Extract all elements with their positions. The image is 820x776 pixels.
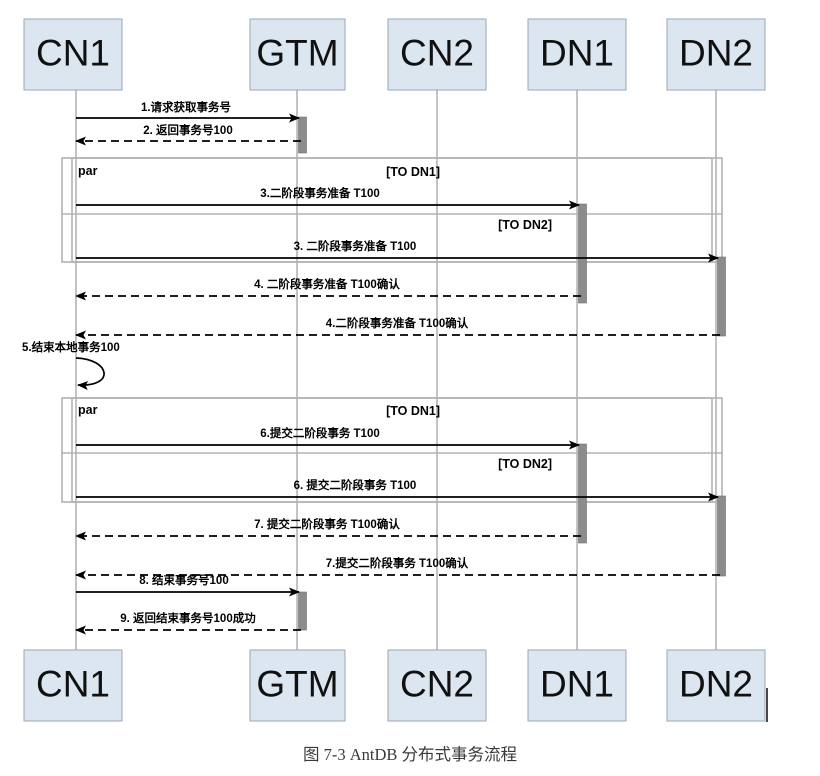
participant-label: CN1 xyxy=(36,32,110,73)
message-label: 6.提交二阶段事务 T100 xyxy=(260,426,380,440)
participant-box xyxy=(666,18,766,91)
gtm-activation-1[interactable] xyxy=(298,116,307,154)
participant-label: CN2 xyxy=(400,32,474,73)
participant-head-cn1[interactable]: CN1 xyxy=(23,18,123,91)
participant-head-gtm[interactable]: GTM xyxy=(249,18,346,91)
par-fragment-commit[interactable]: par [TO DN1] [TO DN2] xyxy=(61,397,723,503)
message-label: 2. 返回事务号100 xyxy=(143,123,232,137)
message-prepare-dn2[interactable]: 3. 二阶段事务准备 T100 xyxy=(76,239,719,263)
participant-box xyxy=(527,18,627,91)
message-commit-ack-dn1[interactable]: 7. 提交二阶段事务 T100确认 xyxy=(75,517,581,541)
self-message-arc xyxy=(75,357,105,391)
message-label: 7. 提交二阶段事务 T100确认 xyxy=(254,517,400,531)
message-label: 3.二阶段事务准备 T100 xyxy=(260,186,380,200)
fragment-guard-label: [TO DN2] xyxy=(498,218,552,232)
participant-box xyxy=(23,649,123,722)
participant-foot-gtm[interactable]: GTM xyxy=(249,649,346,722)
participant-foot-cn1[interactable]: CN1 xyxy=(23,649,123,722)
dn1-activation-prepare[interactable] xyxy=(578,203,587,304)
fragment-guard-label: [TO DN1] xyxy=(386,404,440,418)
message-label: 4.二阶段事务准备 T100确认 xyxy=(326,316,469,330)
fragment-kind-label: par xyxy=(78,164,98,178)
participant-foot-dn1[interactable]: DN1 xyxy=(527,649,627,722)
fragment-guard-label: [TO DN1] xyxy=(386,165,440,179)
participant-label: CN1 xyxy=(36,663,110,704)
message-prepare-ack-dn1[interactable]: 4. 二阶段事务准备 T100确认 xyxy=(75,277,581,301)
participant-label: DN1 xyxy=(540,663,614,704)
participant-box xyxy=(666,649,766,722)
message-label: 8. 结束事务号100 xyxy=(139,573,228,587)
fragment-inner-border xyxy=(71,397,713,503)
fragment-guard-label: [TO DN2] xyxy=(498,457,552,471)
participant-box xyxy=(249,649,346,722)
participant-label: DN1 xyxy=(540,32,614,73)
par-fragment-prepare[interactable]: par [TO DN1] [TO DN2] xyxy=(61,157,723,263)
message-commit-ack-dn2[interactable]: 7.提交二阶段事务 T100确认 xyxy=(75,556,720,580)
lifelines-layer xyxy=(75,90,717,721)
participant-label: DN2 xyxy=(679,32,753,73)
message-commit-dn1[interactable]: 6.提交二阶段事务 T100 xyxy=(76,426,580,450)
participant-label: CN2 xyxy=(400,663,474,704)
participant-head-cn2[interactable]: CN2 xyxy=(387,18,487,91)
message-return-txid[interactable]: 2. 返回事务号100 xyxy=(75,123,301,146)
message-end-txid[interactable]: 8. 结束事务号100 xyxy=(76,573,300,597)
dn2-activation-commit[interactable] xyxy=(717,495,726,577)
participant-box xyxy=(527,649,627,722)
activations-layer xyxy=(298,116,726,631)
participant-box xyxy=(387,649,487,722)
dn1-activation-commit[interactable] xyxy=(578,443,587,544)
participant-label: GTM xyxy=(256,663,338,704)
participant-head-dn2[interactable]: DN2 xyxy=(666,18,766,91)
self-message-label: 5.结束本地事务100 xyxy=(22,340,120,354)
message-label: 3. 二阶段事务准备 T100 xyxy=(294,239,417,253)
fragment-kind-label: par xyxy=(78,403,98,417)
message-label: 6. 提交二阶段事务 T100 xyxy=(294,478,417,492)
message-request-txid[interactable]: 1.请求获取事务号 xyxy=(76,100,300,123)
messages-layer: 1.请求获取事务号 2. 返回事务号100 3.二阶段事务准备 T100 3. 二阶段… xyxy=(22,100,720,635)
message-prepare-ack-dn2[interactable]: 4.二阶段事务准备 T100确认 xyxy=(75,316,720,340)
message-label: 4. 二阶段事务准备 T100确认 xyxy=(254,277,400,291)
message-end-txid-ok[interactable]: 9. 返回结束事务号100成功 xyxy=(75,611,301,635)
message-label: 9. 返回结束事务号100成功 xyxy=(120,611,256,625)
participant-box xyxy=(249,18,346,91)
self-message-end-local-txn[interactable]: 5.结束本地事务100 xyxy=(22,340,120,391)
dn2-activation-prepare[interactable] xyxy=(717,256,726,337)
message-label: 7.提交二阶段事务 T100确认 xyxy=(326,556,469,570)
participant-foot-dn2[interactable]: DN2 xyxy=(666,649,766,722)
message-prepare-dn1[interactable]: 3.二阶段事务准备 T100 xyxy=(76,186,580,210)
participant-label: GTM xyxy=(256,32,338,73)
gtm-activation-2[interactable] xyxy=(298,591,307,631)
participant-head-dn1[interactable]: DN1 xyxy=(527,18,627,91)
caption-layer: 图 7-3 AntDB 分布式事务流程 xyxy=(303,688,768,764)
combined-fragments-layer: par [TO DN1] [TO DN2] par [TO DN1] [TO DN2] xyxy=(61,157,723,503)
participant-box xyxy=(387,18,487,91)
figure-caption: 图 7-3 AntDB 分布式事务流程 xyxy=(303,745,517,764)
message-commit-dn2[interactable]: 6. 提交二阶段事务 T100 xyxy=(76,478,719,502)
participant-box xyxy=(23,18,123,91)
participant-label: DN2 xyxy=(679,663,753,704)
participant-foot-cn2[interactable]: CN2 xyxy=(387,649,487,722)
fragment-inner-border xyxy=(71,157,713,263)
message-label: 1.请求获取事务号 xyxy=(141,100,231,114)
